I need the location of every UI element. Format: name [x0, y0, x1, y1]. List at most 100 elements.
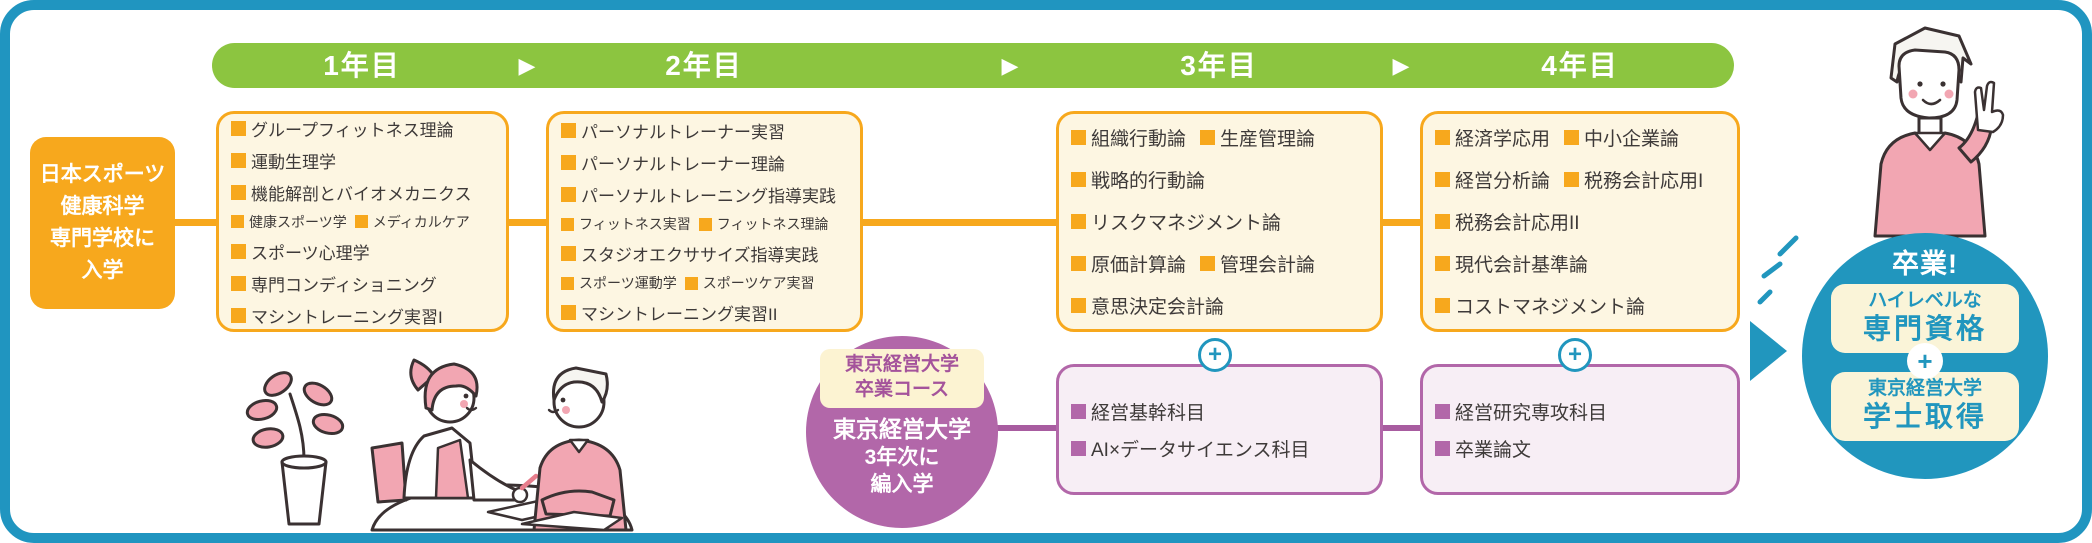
course-row: スポーツ運動学 スポーツケア実習	[561, 273, 848, 293]
bullet-square-icon	[1435, 130, 1450, 145]
bullet-square-icon	[1435, 440, 1450, 456]
sparkle-icon	[1757, 235, 1799, 305]
year2-course-box: パーソナルトレーナー実習パーソナルトレーナー理論パーソナルトレーニング指導実践フ…	[546, 111, 863, 332]
transfer-year3-box: 経営基幹科目 AI×データサイエンス科目	[1056, 364, 1383, 495]
course-item: スポーツ心理学	[231, 239, 370, 264]
course-item: 中小企業論	[1564, 124, 1679, 151]
course-label: フィットネス実習	[579, 216, 691, 232]
bullet-square-icon	[1071, 298, 1086, 313]
course-item: AI×データサイエンス科目	[1071, 435, 1309, 462]
course-row: 税務会計応用II	[1435, 208, 1725, 235]
plant-stem	[288, 392, 306, 462]
course-item: 経営分析論	[1435, 166, 1550, 193]
bullet-square-icon	[561, 276, 574, 290]
course-item: マシントレーニング実習II	[561, 300, 777, 325]
bullet-square-icon	[1071, 256, 1086, 271]
course-label: 税務会計応用II	[1455, 213, 1580, 234]
course-label: 経済学応用	[1455, 129, 1551, 150]
course-label: パーソナルトレーナー実習	[581, 123, 785, 142]
course-row: 経営基幹科目	[1071, 398, 1368, 425]
bullet-square-icon	[1435, 403, 1450, 419]
course-item: 現代会計基準論	[1435, 250, 1588, 277]
course-row: 原価計算論 管理会計論	[1071, 250, 1368, 277]
course-item: 生産管理論	[1200, 124, 1315, 151]
transfer-circle-line: 編入学	[870, 473, 934, 497]
course-item: 経営研究専攻科目	[1435, 398, 1607, 425]
course-item: 意思決定会計論	[1071, 292, 1224, 319]
bullet-square-icon	[231, 275, 246, 291]
course-item: マシントレーニング実習I	[231, 303, 443, 328]
bullet-square-icon	[1071, 172, 1086, 187]
course-row: パーソナルトレーナー実習	[561, 118, 848, 143]
course-row: フィットネス実習フィットネス理論	[561, 214, 848, 234]
bullet-square-icon	[684, 276, 698, 290]
transfer-circle-line: 3年次に	[864, 446, 940, 470]
bullet-square-icon	[1564, 172, 1580, 187]
course-row: AI×データサイエンス科目	[1071, 435, 1368, 462]
course-item: 原価計算論	[1071, 250, 1186, 277]
course-label: 管理会計論	[1220, 255, 1316, 276]
transfer-course-badge: 東京経営大学 卒業コース	[820, 349, 984, 409]
course-item: 組織行動論	[1071, 124, 1186, 151]
bullet-square-icon	[1435, 214, 1450, 229]
bullet-square-icon	[231, 307, 246, 323]
graduation-goal-circle: 卒業! ハイレベルな 専門資格 + 東京経営大学 学士取得	[1802, 233, 2048, 479]
year1-course-box: グループフィットネス理論運動生理学機能解剖とバイオメカニクス健康スポーツ学メディ…	[216, 111, 509, 332]
course-item: 運動生理学	[231, 148, 336, 173]
course-item: 経営基幹科目	[1071, 398, 1205, 425]
bullet-square-icon	[698, 217, 712, 231]
course-label: 専門コンディショニング	[251, 275, 437, 295]
course-row: 経営研究専攻科目	[1435, 398, 1725, 425]
bullet-square-icon	[1564, 130, 1580, 145]
entry-line: 健康科学	[60, 195, 145, 219]
course-label: スポーツ運動学	[579, 275, 677, 291]
course-row: スポーツ心理学	[231, 239, 494, 264]
course-label: パーソナルトレーニング指導実践	[581, 187, 836, 206]
timeline-year-4: 4年目	[1541, 50, 1619, 81]
course-item: スポーツ運動学	[561, 273, 677, 293]
course-item: パーソナルトレーニング指導実践	[561, 182, 836, 207]
entry-school-box: 日本スポーツ 健康科学 専門学校に 入学	[30, 137, 175, 309]
course-item: パーソナルトレーナー実習	[561, 118, 785, 143]
course-row: 意思決定会計論	[1071, 292, 1368, 319]
course-label: コストマネジメント論	[1455, 297, 1646, 318]
course-item: 機能解剖とバイオメカニクス	[231, 180, 472, 205]
badge-line: 東京経営大学	[844, 354, 959, 375]
course-row: パーソナルトレーナー理論	[561, 150, 848, 175]
graduate-person-illustration	[1873, 26, 2005, 238]
course-item: グループフィットネス理論	[231, 116, 454, 141]
course-row: スタジオエクササイズ指導実践	[561, 241, 848, 266]
transfer-year4-box: 経営研究専攻科目卒業論文	[1420, 364, 1740, 495]
counseling-scene-illustration	[245, 358, 634, 532]
course-row: 経済学応用中小企業論	[1435, 124, 1725, 151]
course-label: スタジオエクササイズ指導実践	[581, 246, 819, 265]
course-label: 経営研究専攻科目	[1455, 402, 1608, 424]
plus-icon: +	[1907, 342, 1943, 379]
course-item: 戦略的行動論	[1071, 166, 1205, 193]
entry-line: 入学	[81, 258, 124, 282]
bullet-square-icon	[1071, 130, 1086, 145]
course-row: グループフィットネス理論	[231, 116, 494, 141]
course-row: 専門コンディショニング	[231, 271, 494, 296]
bullet-square-icon	[231, 215, 244, 228]
goal-line: 専門資格	[1862, 312, 1987, 344]
course-item: 管理会計論	[1200, 250, 1315, 277]
course-item: 税務会計応用I	[1564, 166, 1703, 193]
course-row: 卒業論文	[1435, 435, 1725, 462]
course-row: 機能解剖とバイオメカニクス	[231, 180, 494, 205]
transfer-circle-line: 東京経営大学	[833, 416, 971, 443]
bullet-square-icon	[561, 155, 576, 170]
course-item: スポーツケア実習	[684, 273, 815, 293]
course-row: 戦略的行動論	[1071, 166, 1368, 193]
bullet-square-icon	[561, 123, 576, 138]
course-label: スポーツケア実習	[702, 275, 815, 291]
timeline-year-2: 2年目	[665, 50, 743, 81]
bullet-square-icon	[231, 243, 246, 259]
course-label: 税務会計応用I	[1584, 171, 1704, 192]
course-item: メディカルケア	[354, 212, 470, 232]
course-label: 意思決定会計論	[1091, 297, 1225, 318]
badge-line: 卒業コース	[854, 378, 950, 400]
bullet-square-icon	[1071, 440, 1086, 456]
course-row: 経営分析論 税務会計応用I	[1435, 166, 1725, 193]
